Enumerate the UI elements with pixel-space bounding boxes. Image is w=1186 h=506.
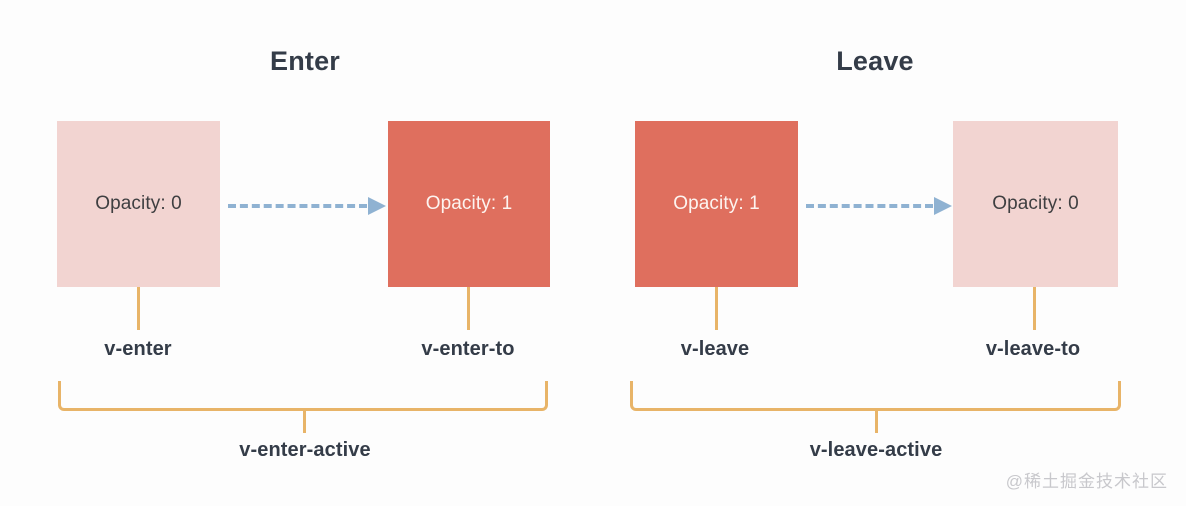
state-box-enter-to: Opacity: 1 [388, 121, 550, 287]
arrow-dashed-line [228, 204, 367, 208]
class-label-v-leave-to: v-leave-to [985, 338, 1081, 360]
bracket-leave-active [630, 381, 1121, 411]
connector-stem-enter-from [137, 287, 140, 330]
transition-arrow-leave [806, 197, 952, 215]
arrow-head-icon [934, 197, 952, 215]
state-box-leave-to: Opacity: 0 [953, 121, 1118, 287]
state-box-enter-from: Opacity: 0 [57, 121, 220, 287]
group-title-enter: Enter [269, 46, 341, 76]
class-label-v-enter-to: v-enter-to [421, 338, 515, 360]
connector-stem-enter-to [467, 287, 470, 330]
arrow-head-icon [368, 197, 386, 215]
watermark: @稀土掘金技术社区 [1005, 472, 1168, 491]
transition-arrow-enter [228, 197, 386, 215]
class-label-v-enter: v-enter [104, 338, 172, 360]
bracket-enter-active [58, 381, 548, 411]
state-box-leave-from: Opacity: 1 [635, 121, 798, 287]
class-label-v-leave-active: v-leave-active [809, 439, 943, 461]
connector-stem-leave-to [1033, 287, 1036, 330]
bracket-stem-leave-active [875, 409, 878, 433]
bracket-stem-enter-active [303, 409, 306, 433]
arrow-dashed-line [806, 204, 933, 208]
class-label-v-enter-active: v-enter-active [239, 439, 371, 461]
class-label-v-leave: v-leave [680, 338, 750, 360]
group-title-leave: Leave [836, 46, 914, 76]
connector-stem-leave-from [715, 287, 718, 330]
